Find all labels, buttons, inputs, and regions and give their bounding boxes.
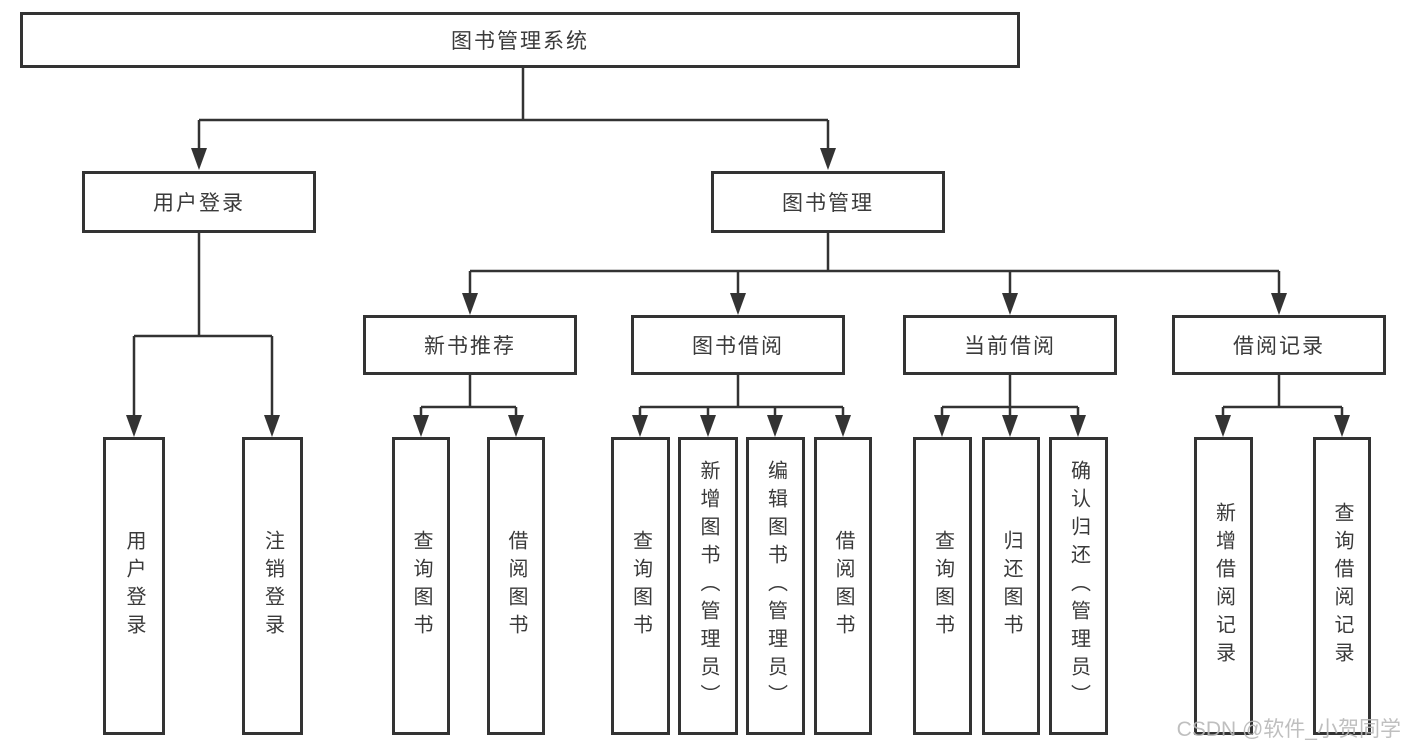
- arrow-icon: [835, 415, 851, 437]
- arrow-icon: [264, 415, 280, 437]
- arrow-icon: [1215, 415, 1231, 437]
- arrow-icon: [1334, 415, 1350, 437]
- watermark: CSDN @软件_小贺同学: [1176, 718, 1401, 741]
- arrow-icon: [508, 415, 524, 437]
- arrow-icon: [820, 148, 836, 170]
- node-user-login: 用户登录: [103, 437, 165, 735]
- connector-newbooks-to-leaves: [419, 375, 518, 416]
- node-label: 新书推荐: [424, 335, 516, 358]
- node-query-books-current: 查询图书: [913, 437, 972, 735]
- node-label: 用户登录: [153, 192, 245, 215]
- node-add-borrow-record: 新增借阅记录: [1194, 437, 1253, 735]
- connector-bookborrow-to-leaves: [638, 375, 845, 416]
- node-logout: 注销登录: [242, 437, 303, 735]
- node-confirm-return-admin: 确认归还（管理员）: [1049, 437, 1108, 735]
- node-label: 用户登录: [123, 530, 145, 642]
- node-label: 确认归还（管理员）: [1067, 460, 1090, 712]
- node-label: 编辑图书（管理员）: [764, 460, 787, 712]
- connector-root-to-level2: [197, 68, 830, 150]
- node-label: 图书管理系统: [451, 30, 589, 53]
- node-label: 查询借阅记录: [1331, 502, 1353, 670]
- arrow-icon: [767, 415, 783, 437]
- node-edit-books-admin: 编辑图书（管理员）: [746, 437, 805, 735]
- node-current-borrow: 当前借阅: [903, 315, 1117, 375]
- arrow-icon: [1070, 415, 1086, 437]
- node-label: 查询图书: [629, 530, 652, 642]
- node-label: 借阅记录: [1233, 335, 1325, 358]
- node-book-borrow: 图书借阅: [631, 315, 845, 375]
- node-book-management-module: 图书管理: [711, 171, 945, 233]
- node-borrow-records: 借阅记录: [1172, 315, 1386, 375]
- connector-bookmgmt-to-level3: [468, 233, 1281, 294]
- connector-userlogin-to-leaves: [132, 233, 274, 416]
- node-label: 查询图书: [931, 530, 954, 642]
- node-query-books-newbook: 查询图书: [392, 437, 450, 735]
- arrow-icon: [1271, 293, 1287, 315]
- connector-currentborrow-to-leaves: [940, 375, 1080, 416]
- node-label: 新增图书（管理员）: [697, 460, 719, 712]
- arrow-icon: [632, 415, 648, 437]
- node-new-book-recommend: 新书推荐: [363, 315, 577, 375]
- node-root-system: 图书管理系统: [20, 12, 1020, 68]
- node-label: 图书管理: [782, 192, 874, 215]
- node-query-borrow-record: 查询借阅记录: [1313, 437, 1371, 735]
- node-borrow-books-newbook: 借阅图书: [487, 437, 545, 735]
- arrowheads: [126, 148, 1350, 437]
- node-label: 当前借阅: [964, 335, 1056, 358]
- arrow-icon: [934, 415, 950, 437]
- arrow-icon: [700, 415, 716, 437]
- arrow-icon: [1002, 415, 1018, 437]
- node-add-books-admin: 新增图书（管理员）: [678, 437, 738, 735]
- node-return-books: 归还图书: [982, 437, 1040, 735]
- node-label: 注销登录: [261, 530, 284, 642]
- arrow-icon: [413, 415, 429, 437]
- arrow-icon: [191, 148, 207, 170]
- connector-records-to-leaves: [1221, 375, 1344, 416]
- arrow-icon: [462, 293, 478, 315]
- node-borrow-books: 借阅图书: [814, 437, 872, 735]
- node-label: 归还图书: [1000, 530, 1022, 642]
- arrow-icon: [1002, 293, 1018, 315]
- arrow-icon: [730, 293, 746, 315]
- node-label: 借阅图书: [832, 530, 854, 642]
- node-query-books-borrow: 查询图书: [611, 437, 670, 735]
- node-label: 查询图书: [410, 530, 432, 642]
- node-label: 新增借阅记录: [1212, 502, 1235, 670]
- arrow-icon: [126, 415, 142, 437]
- node-label: 借阅图书: [505, 530, 527, 642]
- node-label: 图书借阅: [692, 335, 784, 358]
- node-user-login-module: 用户登录: [82, 171, 316, 233]
